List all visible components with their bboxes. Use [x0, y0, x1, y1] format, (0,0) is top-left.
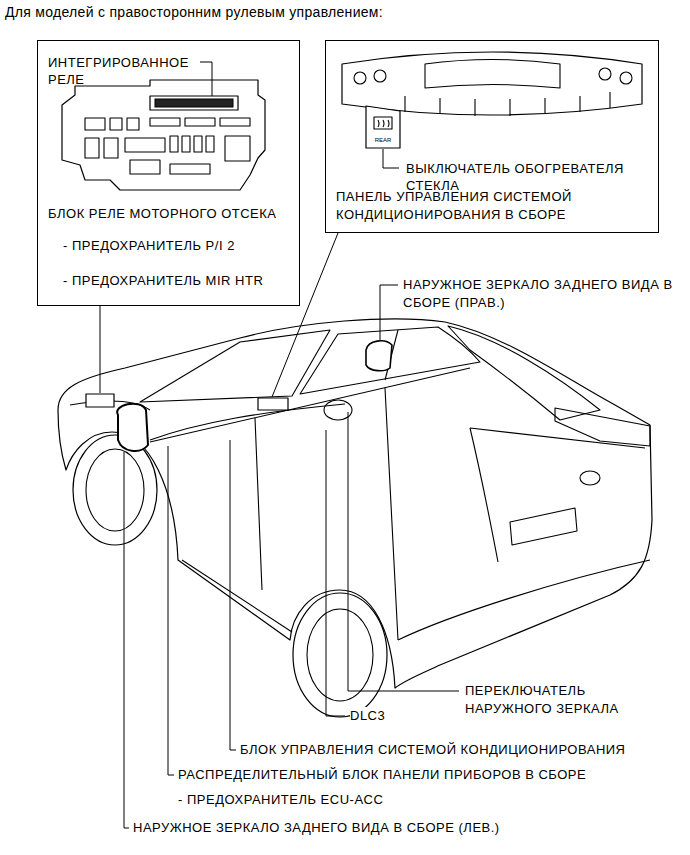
fuse-slot: [127, 118, 139, 130]
leader-line: [200, 62, 212, 96]
emblem: [580, 471, 600, 485]
leader-line: [230, 440, 236, 750]
panel-knob: [599, 68, 611, 80]
integrated-relay-body: [155, 99, 233, 107]
license-plate: [510, 508, 577, 545]
fuse-slot: [130, 160, 160, 174]
side-window: [300, 327, 480, 394]
engine-relay-block: [86, 394, 114, 407]
inset-text: ПАНЕЛЬ УПРАВЛЕНИЯ СИСТЕМОЙ КОНДИЦИОНИРОВ…: [336, 188, 646, 224]
leader-line: [168, 446, 174, 775]
outer-mirror-right: [366, 341, 392, 371]
diagram-title: Для моделей с правосторонним рулевым упр…: [5, 3, 383, 21]
button-legend: REAR: [370, 137, 396, 144]
inset-text: ВЫКЛЮЧАТЕЛЬ ОБОГРЕВАТЕЛЯ СТЕКЛА: [406, 160, 651, 194]
ac-panel-display: [425, 60, 560, 89]
fuse-slot: [182, 136, 190, 152]
fuse-slot: [206, 136, 214, 152]
part-label: DLC3: [350, 707, 385, 725]
outer-mirror-left: [117, 404, 148, 451]
defogger-icon: [378, 120, 389, 127]
fuse-slot: [194, 136, 202, 152]
rear-wheel: [307, 609, 373, 701]
relay-block-outline: [62, 80, 265, 190]
leader-line: [124, 452, 129, 828]
tail-light: [555, 408, 650, 446]
part-label: - ПРЕДОХРАНИТЕЛЬ ECU-ACC: [178, 791, 383, 809]
fuse-slot: [110, 118, 122, 130]
inset-text: БЛОК РЕЛЕ МОТОРНОГО ОТСЕКА: [48, 205, 276, 223]
panel-button-row: [405, 92, 610, 116]
spoiler-line: [470, 428, 645, 448]
rear-defogger-button: [366, 106, 400, 148]
ac-panel-in-car: [258, 398, 288, 410]
rear-face-edge: [470, 428, 498, 562]
integrated-relay: [150, 96, 238, 110]
fuse-slot: [125, 138, 165, 152]
leader-line: [380, 285, 398, 340]
inset-box: ИНТЕГРИРОВАННОЕ РЕЛЕ БЛОК РЕЛЕ МОТОРНОГО …: [37, 40, 300, 306]
inset-text: - ПРЕДОХРАНИТЕЛЬ MIR HTR: [63, 272, 263, 290]
panel-knob: [620, 72, 632, 84]
rear-window: [448, 326, 600, 420]
ac-panel-outline: [342, 52, 642, 115]
part-label: НАРУЖНОЕ ЗЕРКАЛО ЗАДНЕГО ВИДА В СБОРЕ (Л…: [133, 819, 500, 837]
fuse-slot: [170, 164, 210, 174]
leader-line: [326, 430, 345, 716]
fuse-slot: [104, 138, 118, 158]
rear-bumper: [398, 560, 650, 640]
fuse-slot: [150, 118, 180, 126]
leader-line: [383, 149, 399, 168]
leader-line: [348, 412, 459, 691]
belt-line: [150, 368, 470, 442]
panel-knob: [354, 72, 366, 84]
inset-text: ИНТЕГРИРОВАННОЕ РЕЛЕ: [48, 54, 218, 88]
fuse-slot: [225, 136, 250, 161]
fuse-slot: [85, 118, 105, 130]
part-label: БЛОК УПРАВЛЕНИЯ СИСТЕМОЙ КОНДИЦИОНИРОВАН…: [240, 741, 626, 759]
leader-line: [272, 233, 338, 397]
defogger-icon: [374, 117, 392, 129]
inset-box: ВЫКЛЮЧАТЕЛЬ ОБОГРЕВАТЕЛЯ СТЕКЛАПАНЕЛЬ УП…: [325, 40, 659, 233]
panel-knob: [374, 70, 386, 82]
fuse-slot: [185, 118, 215, 126]
fuse-slot: [85, 138, 99, 158]
front-wheel: [86, 449, 144, 531]
part-label: РАСПРЕДЕЛИТЕЛЬНЫЙ БЛОК ПАНЕЛИ ПРИБОРОВ В…: [178, 766, 586, 784]
leader-line: [100, 306, 101, 393]
side-sill: [182, 560, 292, 632]
fuse-slot: [170, 136, 178, 152]
part-label: НАРУЖНОЕ ЗЕРКАЛО ЗАДНЕГО ВИДА В СБОРЕ (П…: [403, 276, 683, 312]
dashboard: [150, 404, 345, 440]
fuse-slot: [220, 118, 250, 126]
front-tire: [73, 435, 157, 545]
part-label: ПЕРЕКЛЮЧАТЕЛЬ НАРУЖНОГО ЗЕРКАЛА: [465, 682, 650, 718]
rear-tire: [293, 593, 387, 717]
inset-text: - ПРЕДОХРАНИТЕЛЬ P/I 2: [63, 237, 235, 255]
